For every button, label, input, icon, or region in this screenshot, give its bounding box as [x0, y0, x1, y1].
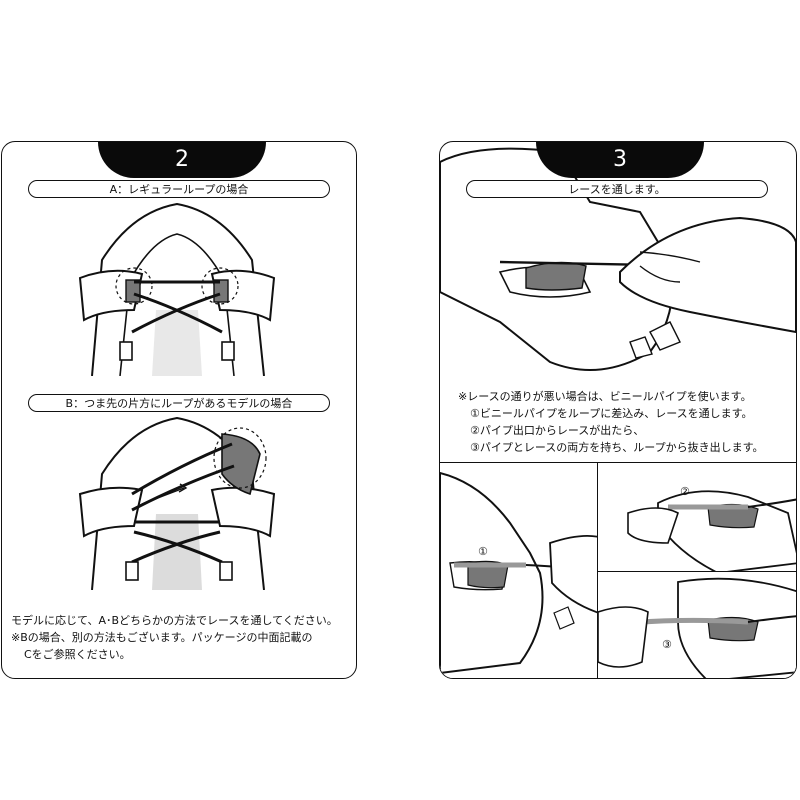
step-3-note-line-2: ①ビニールパイプをループに差込み、レースを通します。: [470, 407, 753, 420]
step-2-label-a: A：レギュラーループの場合: [28, 180, 330, 198]
step-2-panel: 2 A：レギュラーループの場合 B：つま先の片方にループがあるモデルの場合: [1, 141, 357, 679]
step-2-number-tab: 2: [98, 142, 266, 178]
step-3-label-text: レースを通します。: [568, 183, 666, 196]
shoe-illustration-side-loop: [78, 416, 276, 590]
lace-exit-illustration: [627, 490, 796, 571]
shoe-illustration-regular-loop: [78, 202, 276, 376]
sub-step-1-panel: ①: [440, 462, 598, 678]
label-b-text: B：つま先の片方にループがあるモデルの場合: [65, 397, 293, 410]
step-2-note-line-1: モデルに応じて、A･Bどちらかの方法でレースを通してください。: [11, 614, 338, 627]
step-3-note-line-4: ③パイプとレースの両方を持ち、ループから抜き出します。: [470, 441, 764, 454]
step-3-note-line-3: ②パイプ出口からレースが出たら、: [470, 424, 645, 437]
sub-step-2-panel: ②: [597, 462, 796, 572]
step-3-label: レースを通します。: [466, 180, 768, 198]
marker-3: ③: [662, 638, 672, 651]
marker-2: ②: [680, 485, 690, 498]
step-3-panel: 3 レースを通します。 ※レースの通りが悪い場合は、ビニールパイプを使います。 …: [439, 141, 797, 679]
pipe-remove-illustration: [598, 577, 796, 678]
lace-threading-illustration: [440, 147, 796, 371]
step-2-number: 2: [175, 147, 189, 172]
sub-step-3-panel: ③: [597, 571, 796, 678]
step-3-number-tab: 3: [536, 142, 704, 178]
step-2-label-b: B：つま先の片方にループがあるモデルの場合: [28, 394, 330, 412]
step-2-note-line-3: Cをご参照ください。: [24, 648, 131, 661]
pipe-insert-illustration: [440, 471, 597, 675]
step-3-note-line-1: ※レースの通りが悪い場合は、ビニールパイプを使います。: [458, 390, 752, 403]
step-3-number: 3: [613, 147, 627, 172]
marker-1: ①: [478, 545, 488, 558]
label-a-text: A：レギュラーループの場合: [109, 183, 249, 196]
step-2-note-line-2: ※Bの場合、別の方法もございます。パッケージの中面記載の: [11, 631, 313, 644]
